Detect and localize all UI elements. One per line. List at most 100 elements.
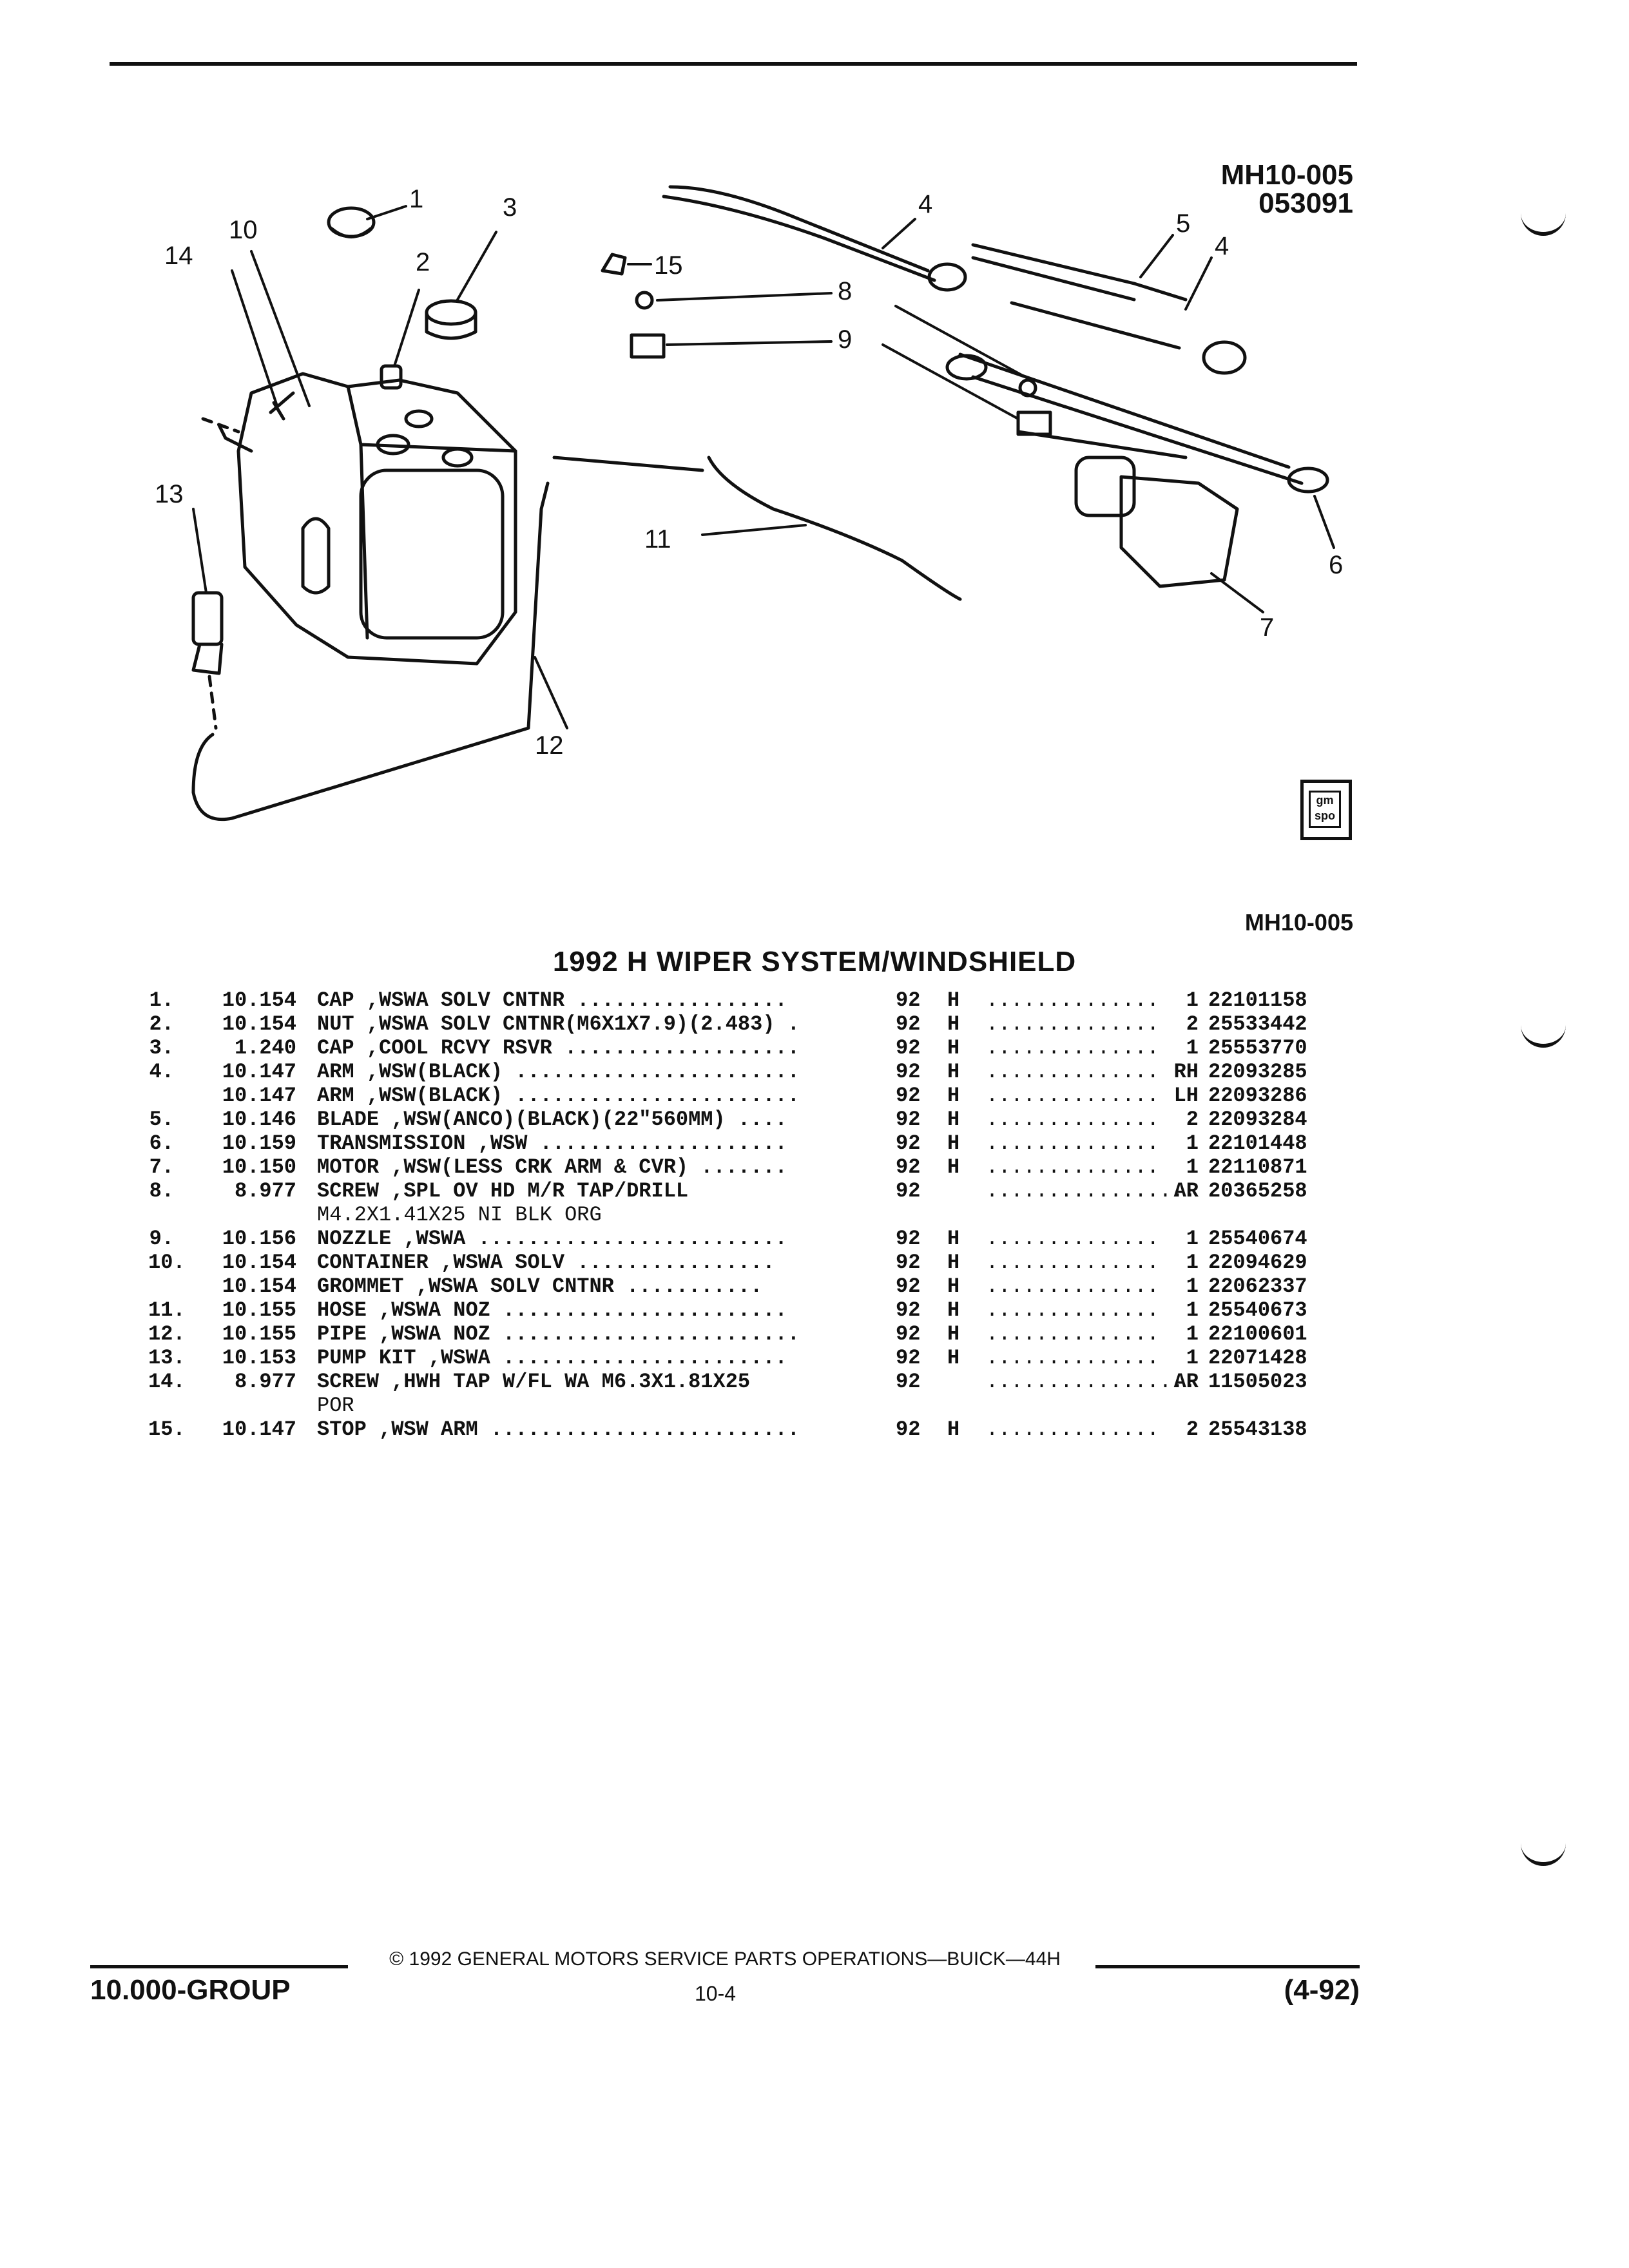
model-year: 92 bbox=[896, 1227, 921, 1251]
gm-spo-logo-mark: gm spo bbox=[1309, 791, 1341, 828]
quantity: LH bbox=[1173, 1084, 1199, 1108]
part-number: 25540674 bbox=[1208, 1227, 1307, 1251]
series-code: H bbox=[947, 1251, 960, 1274]
group-number: 10.147 bbox=[222, 1084, 296, 1108]
group-number: 1.240 bbox=[234, 1036, 296, 1060]
part-description: NOZZLE ,WSWA ......................... bbox=[317, 1227, 1026, 1251]
part-description: NUT ,WSWA SOLV CNTNR(M6X1X7.9)(2.483) . bbox=[317, 1012, 1026, 1036]
nozzle-9a-drawing bbox=[630, 333, 666, 359]
part-number: 22110871 bbox=[1208, 1155, 1307, 1179]
quantity: 1 bbox=[1186, 1298, 1199, 1322]
part-description: ARM ,WSW(BLACK) ....................... bbox=[317, 1084, 1026, 1108]
part-description-line2: POR bbox=[317, 1394, 354, 1418]
quantity: AR bbox=[1173, 1179, 1199, 1203]
group-number: 10.159 bbox=[222, 1131, 296, 1155]
part-number: 25543138 bbox=[1208, 1418, 1307, 1441]
footer-copyright: © 1992 GENERAL MOTORS SERVICE PARTS OPER… bbox=[389, 1948, 1061, 1970]
wiper-arm-right-drawing bbox=[971, 243, 1247, 375]
nut-2-drawing bbox=[380, 364, 403, 390]
figure-id: MH10-005 bbox=[1220, 159, 1353, 191]
quantity: 1 bbox=[1186, 1274, 1199, 1298]
part-number: 25533442 bbox=[1208, 1012, 1307, 1036]
series-code: H bbox=[947, 988, 960, 1012]
quantity: 1 bbox=[1186, 1346, 1199, 1370]
model-year: 92 bbox=[896, 1298, 921, 1322]
stop-15-drawing bbox=[601, 253, 627, 276]
callout-4-right: 4 bbox=[1215, 232, 1229, 260]
leader-dots: .............. bbox=[986, 1251, 1159, 1274]
part-number-ref: 12. bbox=[148, 1322, 186, 1346]
motor-7-drawing bbox=[1074, 456, 1239, 588]
model-year: 92 bbox=[896, 988, 921, 1012]
wiper-arm-left-drawing bbox=[662, 185, 967, 292]
part-description: MOTOR ,WSW(LESS CRK ARM & CVR) ....... bbox=[317, 1155, 1026, 1179]
part-number-ref: 8. bbox=[149, 1179, 174, 1203]
group-number: 10.147 bbox=[222, 1418, 296, 1441]
quantity: 1 bbox=[1186, 1251, 1199, 1274]
series-code: H bbox=[947, 1227, 960, 1251]
group-number: 10.150 bbox=[222, 1155, 296, 1179]
part-description-line1: BLADE ,WSW(ANCO)(BLACK)(22"560MM) .... bbox=[317, 1108, 787, 1131]
leader-dots: .............. bbox=[986, 1322, 1159, 1346]
part-number: 22100601 bbox=[1208, 1322, 1307, 1346]
quantity: RH bbox=[1173, 1060, 1199, 1084]
part-number: 20365258 bbox=[1208, 1179, 1307, 1203]
part-description-line1: STOP ,WSW ARM ......................... bbox=[317, 1418, 800, 1441]
leader-dots: .............. bbox=[986, 1418, 1159, 1441]
group-number: 8.977 bbox=[234, 1370, 296, 1394]
part-description: STOP ,WSW ARM ......................... bbox=[317, 1418, 1026, 1441]
group-number: 10.155 bbox=[222, 1322, 296, 1346]
part-number: 22094629 bbox=[1208, 1251, 1307, 1274]
callout-5: 5 bbox=[1176, 209, 1190, 238]
model-year: 92 bbox=[896, 1036, 921, 1060]
leader-dots: ................. bbox=[986, 1370, 1197, 1394]
quantity: AR bbox=[1173, 1370, 1199, 1394]
part-description: HOSE ,WSWA NOZ ....................... bbox=[317, 1298, 1026, 1322]
group-number: 10.154 bbox=[222, 988, 296, 1012]
top-rule bbox=[110, 62, 1357, 66]
series-code: H bbox=[947, 1060, 960, 1084]
footer-group: 10.000-GROUP bbox=[90, 1974, 291, 2006]
part-number-ref: 2. bbox=[149, 1012, 174, 1036]
part-description: PIPE ,WSWA NOZ ........................ bbox=[317, 1322, 1026, 1346]
part-description-line1: MOTOR ,WSW(LESS CRK ARM & CVR) ....... bbox=[317, 1155, 787, 1179]
part-number-ref: 14. bbox=[148, 1370, 186, 1394]
screw-8a-drawing bbox=[635, 291, 654, 310]
part-number-ref: 15. bbox=[148, 1418, 186, 1441]
callout-9: 9 bbox=[838, 325, 852, 354]
model-year: 92 bbox=[896, 1179, 921, 1203]
part-number: 22093285 bbox=[1208, 1060, 1307, 1084]
model-year: 92 bbox=[896, 1155, 921, 1179]
part-description: CAP ,WSWA SOLV CNTNR ................. bbox=[317, 988, 1026, 1012]
exploded-diagram: 1 2 3 4 4 5 6 7 8 9 10 11 12 13 14 15 bbox=[155, 148, 1379, 870]
series-code: H bbox=[947, 1108, 960, 1131]
part-description-line1: PIPE ,WSWA NOZ ........................ bbox=[317, 1322, 800, 1346]
leader-dots: .............. bbox=[986, 1084, 1159, 1108]
model-year: 92 bbox=[896, 1418, 921, 1441]
binding-mark bbox=[1521, 213, 1566, 236]
part-number-ref: 11. bbox=[148, 1298, 186, 1322]
footer-rule-right bbox=[1095, 1965, 1360, 1968]
callout-15: 15 bbox=[654, 251, 683, 280]
figure-id-bottom: MH10-005 bbox=[1244, 909, 1353, 936]
part-number: 11505023 bbox=[1208, 1370, 1307, 1394]
part-number: 22093286 bbox=[1208, 1084, 1307, 1108]
leader-dots: .............. bbox=[986, 1108, 1159, 1131]
group-number: 10.156 bbox=[222, 1227, 296, 1251]
part-description-line2: M4.2X1.41X25 NI BLK ORG bbox=[317, 1203, 602, 1227]
callout-14: 14 bbox=[164, 242, 193, 270]
part-number: 25553770 bbox=[1208, 1036, 1307, 1060]
callout-2: 2 bbox=[416, 248, 430, 276]
